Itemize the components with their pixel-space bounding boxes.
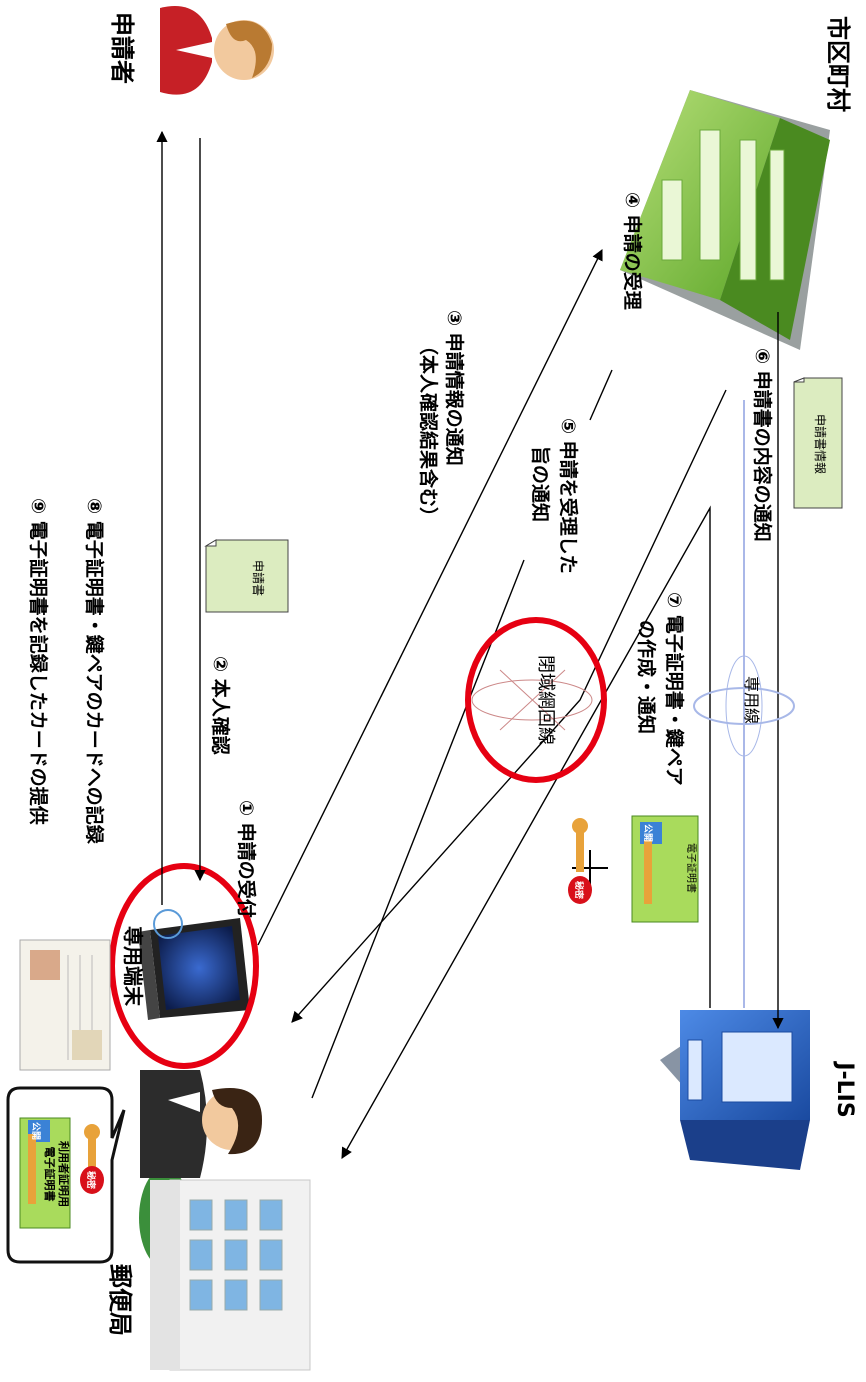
post-office-label: 郵便局 <box>106 1264 134 1336</box>
post-office-building-icon <box>139 1168 311 1371</box>
dedicated-line-label: 専用線 <box>742 676 761 724</box>
user-cert-line2: 電子証明書 <box>43 1147 57 1202</box>
terminal-label: 専用端末 <box>121 926 145 1007</box>
user-cert-line1: 利用者証明用 <box>57 1141 71 1207</box>
step9-label: ⑨ 電子証明書を記録したカードの提供 <box>27 498 50 825</box>
application-form-label: 申請書 <box>251 560 265 596</box>
leader-step4 <box>589 369 613 421</box>
applicant-label: 申請者 <box>108 12 136 84</box>
municipality-building-icon <box>620 90 830 350</box>
jlis-label: J-LIS <box>832 1060 857 1117</box>
step5-label-line2: 旨の通知 <box>529 446 552 522</box>
cert-public-badge: 公開 <box>642 824 653 842</box>
arrow-step5 <box>291 389 727 1023</box>
step5-label-line1: ⑤ 申請を受理した <box>557 418 580 574</box>
step7-label-line1: ⑦ 電子証明書・鍵ペア <box>663 592 686 786</box>
arrow-step7 <box>341 505 711 1159</box>
municipality-label: 市区町村 <box>824 16 852 112</box>
arrow-step3 <box>257 248 603 946</box>
cert-key-doc <box>568 815 699 923</box>
step7-label-line2: の作成・通知 <box>635 620 658 734</box>
cert-secret-badge: 秘密 <box>573 881 585 899</box>
user-cert-bubble <box>6 1086 126 1264</box>
step3-label-line2: （本人確認結果含む） <box>417 336 440 526</box>
step6-label: ⑥ 申請書の内容の通知 <box>751 348 774 542</box>
mynumber-card-icon <box>19 939 111 1071</box>
application-info-label: 申請書情報 <box>813 414 827 474</box>
application-info-doc <box>793 377 843 509</box>
step2-label: ② 本人確認 <box>209 656 232 755</box>
step4-label: ④ 申請の受理 <box>621 192 644 310</box>
terminal-highlight-circle <box>109 863 259 1069</box>
application-form-doc <box>204 539 289 613</box>
closed-network-label: 閉域網回線 <box>535 655 556 745</box>
applicant-icon <box>160 6 274 95</box>
clerk-icon <box>140 1070 262 1178</box>
arrow-step7b <box>311 559 525 1099</box>
step3-label-line1: ③ 申請情報の通知 <box>443 310 466 466</box>
closed-network-ring <box>465 617 607 783</box>
user-cert-secret-badge: 秘密 <box>85 1171 97 1189</box>
cert-doc-label: 電子証明書 <box>685 843 698 893</box>
jlis-building-icon <box>660 1010 810 1170</box>
step1-label: ① 申請の受付 <box>235 800 258 918</box>
terminal-laptop-icon <box>138 909 250 1020</box>
user-cert-public-badge: 公開 <box>30 1122 41 1140</box>
dedicated-line-ring <box>693 400 795 1008</box>
step8-label: ⑧ 電子証明書・鍵ペアのカードへの記録 <box>83 498 106 845</box>
